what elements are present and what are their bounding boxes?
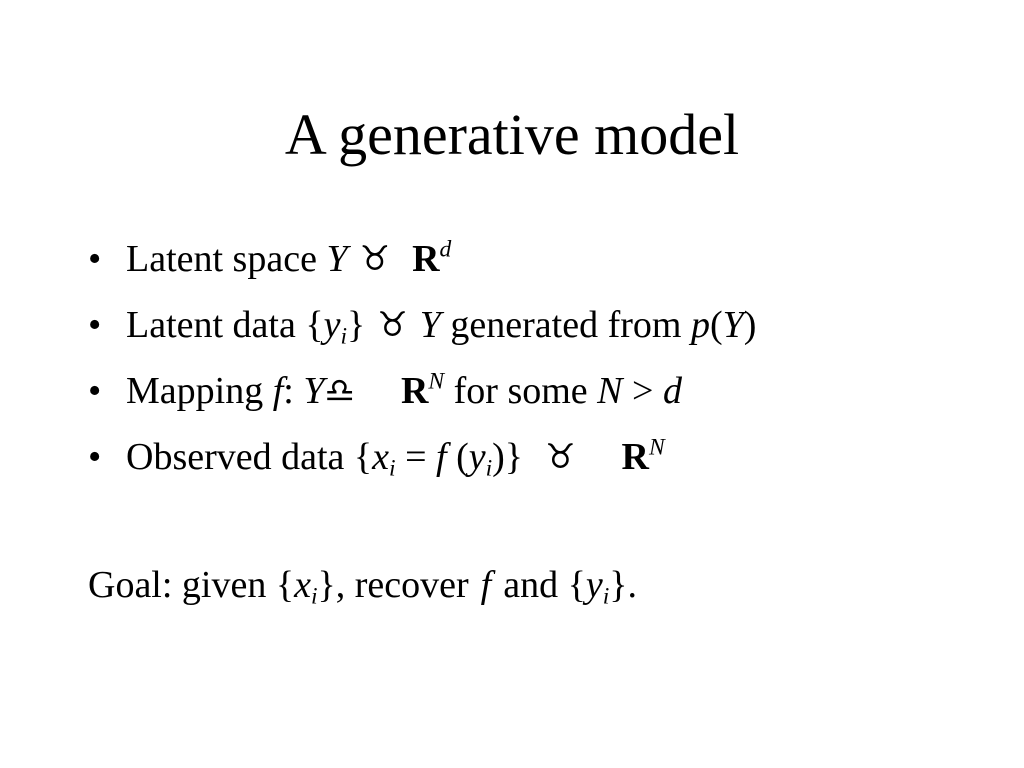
subset-glyph: ♉ <box>377 305 408 346</box>
latent-var-y: y <box>468 436 486 478</box>
subset-glyph: ♉ <box>545 437 576 478</box>
paren-close: ) <box>743 304 757 346</box>
bullet-latent-space: • Latent space Y ♉ Rd <box>88 226 756 292</box>
real-space-symbol: R <box>621 436 649 478</box>
index-sub: i <box>340 323 348 350</box>
set-close: } <box>347 304 366 346</box>
observed-x: x <box>372 436 390 478</box>
colon: : <box>283 370 294 412</box>
index-sub: i <box>389 455 396 482</box>
mapping-f: f <box>272 370 284 412</box>
paren-open: ( <box>709 304 723 346</box>
dimension-sup: N <box>428 368 445 395</box>
prob-arg: Y <box>722 304 744 346</box>
bullet-latent-data: • Latent data {yi}♉Y generated from p(Y) <box>88 292 756 358</box>
latent-space-var: Y <box>419 304 441 346</box>
bullet-list: • Latent space Y♉Rd • Latent data {yi}♉Y… <box>88 226 756 490</box>
d-var: d <box>662 370 682 412</box>
goal-prefix: Goal: given { <box>88 564 295 606</box>
dimension-sup: d <box>439 236 452 263</box>
bullet-dot: • <box>88 238 102 280</box>
subset-glyph: ♉ <box>359 239 391 280</box>
latent-space-var: Y <box>326 238 348 280</box>
mapping-label: Mapping <box>126 370 264 412</box>
dimension-sup: N <box>649 434 665 461</box>
latent-space-var: Y <box>303 370 325 412</box>
real-space-symbol: R <box>412 238 440 280</box>
goal-end: }. <box>609 564 638 606</box>
index-sub: i <box>310 583 318 610</box>
bullet-mapping: • Mapping f: Y♎RN for some N > d <box>88 358 756 424</box>
bullet-observed-data: • Observed data {xi = f (yi)}♉RN <box>88 424 756 490</box>
goal-f: f <box>480 564 492 606</box>
paren-open: ( <box>456 436 469 478</box>
slide-title: A generative model <box>284 102 740 167</box>
goal-y: y <box>585 564 603 606</box>
n-var: N <box>597 370 623 412</box>
latent-data-label: Latent data { <box>126 304 324 346</box>
equals: = <box>405 436 427 478</box>
bullet-dot: • <box>88 370 102 412</box>
latent-var-y: y <box>323 304 341 346</box>
observed-data-label: Observed data { <box>126 436 373 478</box>
index-sub: i <box>602 583 610 610</box>
bullet-dot: • <box>88 304 102 346</box>
greater-than: > <box>632 370 654 412</box>
mapping-f: f <box>436 436 447 478</box>
real-space-symbol: R <box>400 370 429 412</box>
generated-from-text: generated from <box>450 304 682 346</box>
index-sub: i <box>485 455 493 482</box>
goal-x: x <box>294 564 311 606</box>
close-brackets: )} <box>492 436 524 478</box>
goal-and: and { <box>503 564 586 606</box>
for-some-text: for some <box>453 370 588 412</box>
arrow-glyph: ♎ <box>324 371 355 412</box>
goal-mid: }, recover <box>317 564 469 606</box>
prob-p: p <box>690 304 710 346</box>
bullet-dot: • <box>88 436 102 478</box>
latent-space-label: Latent space <box>126 238 317 280</box>
